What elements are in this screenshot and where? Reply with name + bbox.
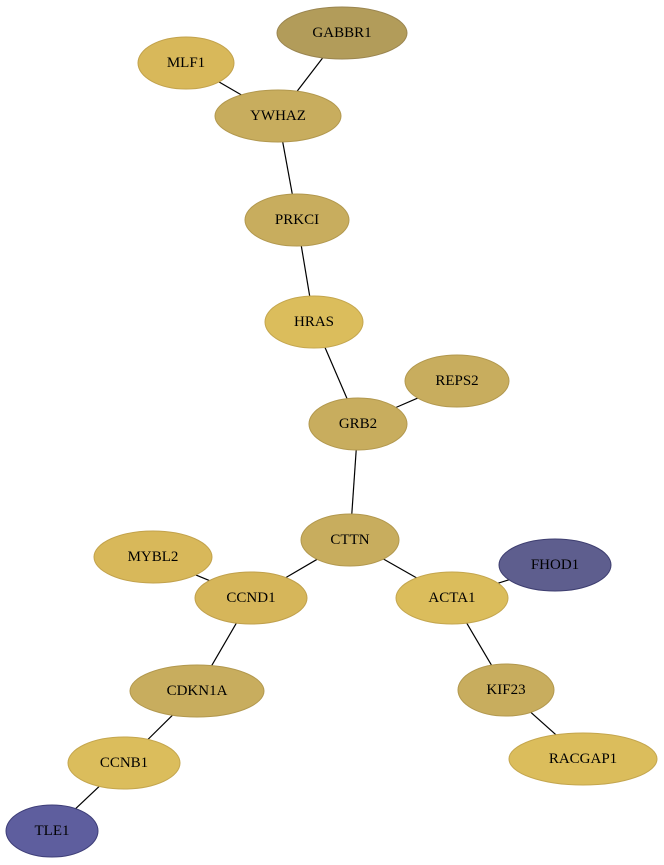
node-ellipse-mlf1[interactable]: [137, 36, 235, 90]
node-label-acta1: ACTA1: [428, 590, 475, 606]
edge-fhod1-acta1: [497, 579, 510, 584]
node-label-mybl2: MYBL2: [128, 549, 179, 565]
node-ellipse-tle1[interactable]: [5, 804, 99, 858]
edge-cttn-acta1: [383, 558, 417, 579]
node-label-grb2: GRB2: [339, 416, 377, 432]
edge-ccnd1-cdkn1a: [211, 622, 237, 666]
edge-ywhaz-prkci: [282, 141, 293, 195]
node-ywhaz[interactable]: YWHAZ: [214, 89, 342, 143]
edge-mlf1-ywhaz: [218, 81, 242, 96]
edge-ccnb1-tle1: [75, 785, 100, 810]
node-label-ywhaz: YWHAZ: [250, 108, 306, 124]
node-ellipse-acta1[interactable]: [395, 571, 509, 625]
node-ellipse-cdkn1a[interactable]: [129, 664, 265, 718]
node-ellipse-prkci[interactable]: [244, 193, 350, 247]
node-ellipse-hras[interactable]: [264, 295, 364, 349]
node-mlf1[interactable]: MLF1: [137, 36, 235, 90]
node-label-gabbr1: GABBR1: [312, 25, 371, 41]
edges-layer: [75, 57, 557, 810]
node-mybl2[interactable]: MYBL2: [93, 530, 213, 584]
node-label-fhod1: FHOD1: [531, 557, 579, 573]
node-ellipse-fhod1[interactable]: [498, 538, 612, 592]
node-ellipse-ccnd1[interactable]: [194, 571, 308, 625]
node-label-hras: HRAS: [294, 314, 334, 330]
node-label-reps2: REPS2: [435, 373, 478, 389]
node-cdkn1a[interactable]: CDKN1A: [129, 664, 265, 718]
node-prkci[interactable]: PRKCI: [244, 193, 350, 247]
edge-prkci-hras: [300, 245, 311, 297]
edge-grb2-cttn: [351, 449, 357, 515]
node-ellipse-racgap1[interactable]: [508, 732, 658, 786]
node-label-kif23: KIF23: [486, 682, 525, 698]
node-label-ccnd1: CCND1: [226, 590, 275, 606]
node-hras[interactable]: HRAS: [264, 295, 364, 349]
node-label-tle1: TLE1: [35, 823, 70, 839]
edge-gabbr1-ywhaz: [296, 57, 324, 92]
edge-reps2-grb2: [395, 397, 418, 409]
edge-cdkn1a-ccnb1: [147, 714, 173, 740]
node-ellipse-ccnb1[interactable]: [67, 736, 181, 790]
node-ellipse-cttn[interactable]: [300, 513, 400, 567]
node-label-racgap1: RACGAP1: [549, 751, 617, 767]
node-ellipse-grb2[interactable]: [308, 397, 408, 451]
node-label-prkci: PRKCI: [275, 212, 319, 228]
node-grb2[interactable]: GRB2: [308, 397, 408, 451]
node-ccnb1[interactable]: CCNB1: [67, 736, 181, 790]
node-ellipse-gabbr1[interactable]: [276, 6, 408, 60]
node-kif23[interactable]: KIF23: [457, 663, 555, 717]
node-ellipse-kif23[interactable]: [457, 663, 555, 717]
node-tle1[interactable]: TLE1: [5, 804, 99, 858]
edge-hras-grb2: [324, 347, 348, 399]
node-cttn[interactable]: CTTN: [300, 513, 400, 567]
node-ellipse-ywhaz[interactable]: [214, 89, 342, 143]
node-label-ccnb1: CCNB1: [100, 755, 148, 771]
edge-kif23-racgap1: [530, 711, 557, 736]
edge-cttn-ccnd1: [285, 558, 318, 579]
node-ccnd1[interactable]: CCND1: [194, 571, 308, 625]
edge-mybl2-ccnd1: [195, 574, 210, 582]
node-label-mlf1: MLF1: [167, 55, 205, 71]
edge-acta1-kif23: [466, 622, 493, 666]
node-gabbr1[interactable]: GABBR1: [276, 6, 408, 60]
node-label-cttn: CTTN: [330, 532, 369, 548]
node-ellipse-reps2[interactable]: [404, 354, 510, 408]
node-racgap1[interactable]: RACGAP1: [508, 732, 658, 786]
node-fhod1[interactable]: FHOD1: [498, 538, 612, 592]
node-label-cdkn1a: CDKN1A: [167, 683, 228, 699]
node-acta1[interactable]: ACTA1: [395, 571, 509, 625]
node-ellipse-mybl2[interactable]: [93, 530, 213, 584]
node-reps2[interactable]: REPS2: [404, 354, 510, 408]
